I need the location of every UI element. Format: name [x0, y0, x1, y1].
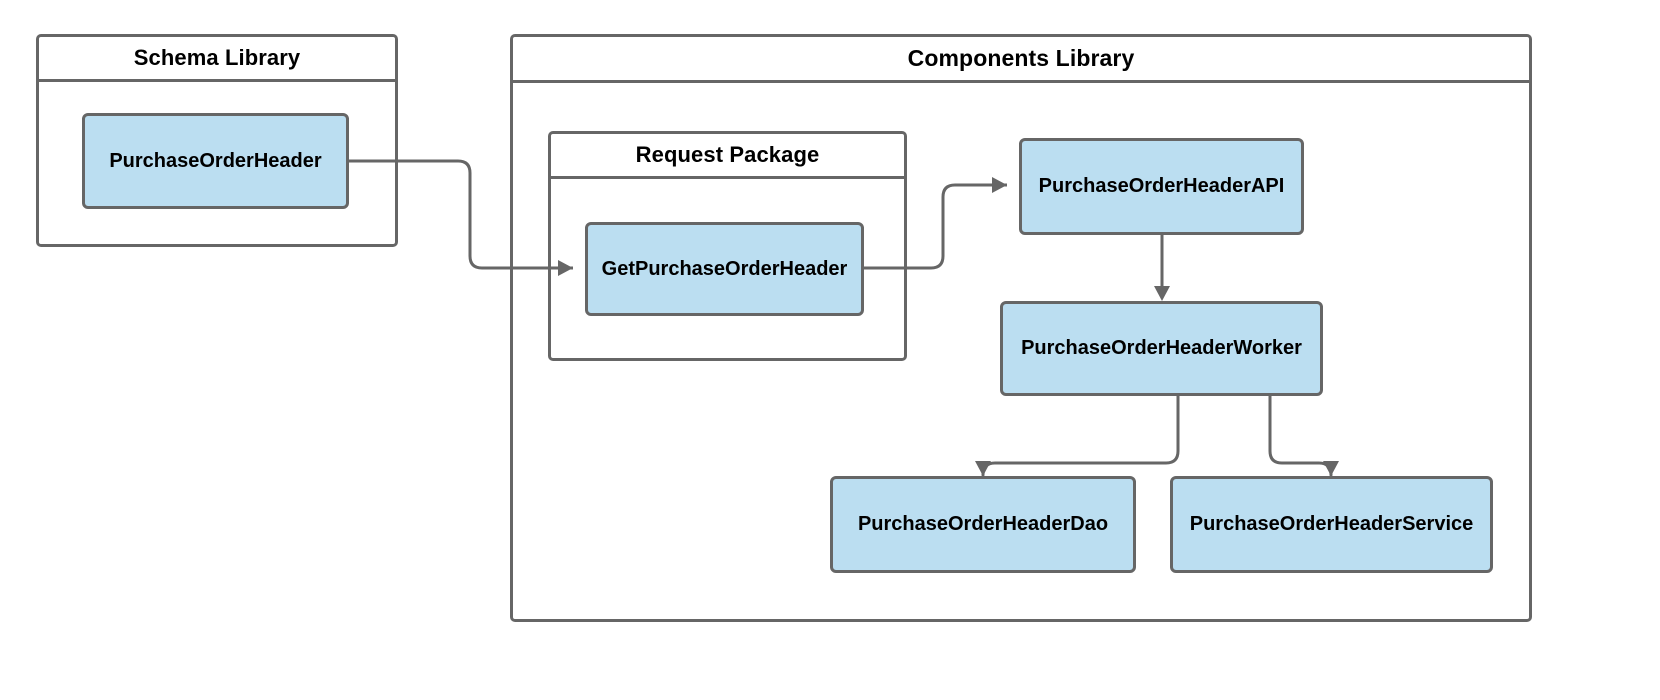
node-purchase-order-header-service[interactable]: PurchaseOrderHeaderService: [1170, 476, 1493, 573]
node-get-purchase-order-header[interactable]: GetPurchaseOrderHeader: [585, 222, 864, 316]
node-purchase-order-header[interactable]: PurchaseOrderHeader: [82, 113, 349, 209]
package-title-request-package: Request Package: [551, 134, 904, 179]
package-title-schema-library: Schema Library: [39, 37, 395, 82]
node-purchase-order-header-api[interactable]: PurchaseOrderHeaderAPI: [1019, 138, 1304, 235]
package-title-components-library: Components Library: [513, 37, 1529, 83]
node-purchase-order-header-dao[interactable]: PurchaseOrderHeaderDao: [830, 476, 1136, 573]
node-purchase-order-header-worker[interactable]: PurchaseOrderHeaderWorker: [1000, 301, 1323, 396]
